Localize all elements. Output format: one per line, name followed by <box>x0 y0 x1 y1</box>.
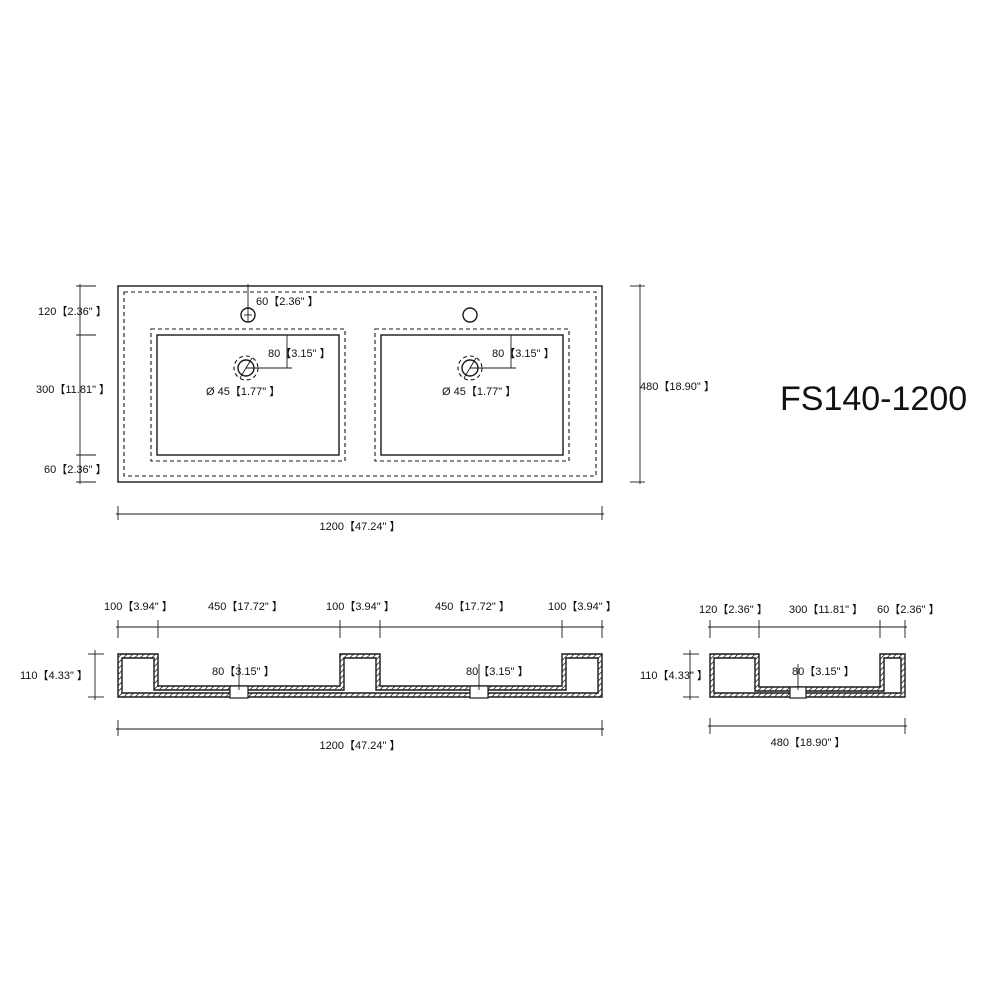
side-section-profile <box>709 653 906 698</box>
right-bowl-outer-edge <box>374 328 570 462</box>
top-view: 80【3.15" 】 Ø 45【1.77" 】 80【3.15" 】 Ø 45【… <box>36 284 715 533</box>
dim-wall-middle-label: 100【3.94" 】 <box>326 600 395 613</box>
side-dim-front-label: 60【2.36" 】 <box>877 603 940 616</box>
top-view-right-dimension: 480【18.90" 】 <box>630 284 715 484</box>
front-section-profile <box>117 653 603 698</box>
left-bowl-outer-edge <box>150 328 346 462</box>
top-view-width-dimension: 1200【47.24" 】 <box>116 506 604 533</box>
left-drain-diameter-label: Ø 45【1.77" 】 <box>206 385 280 398</box>
left-drain-offset-label: 80【3.15" 】 <box>268 347 331 360</box>
side-section-view: 120【2.36" 】 300【11.81" 】 60【2.36" 】 80【3… <box>640 603 940 749</box>
front-left-drain-label: 80【3.15" 】 <box>212 665 275 678</box>
front-height-label: 110【4.33" 】 <box>20 669 88 682</box>
front-overall-width-label: 1200【47.24" 】 <box>320 739 401 752</box>
dim-bowl-depth-label: 300【11.81" 】 <box>36 383 110 396</box>
dim-overall-width-label: 1200【47.24" 】 <box>320 520 401 533</box>
dim-wall-left-label: 100【3.94" 】 <box>104 600 173 613</box>
right-bowl-basin <box>380 334 564 456</box>
side-drain-label: 80【3.15" 】 <box>792 665 855 678</box>
countertop-outline <box>117 285 603 483</box>
dim-top-margin-label: 120【2.36" 】 <box>38 305 107 318</box>
top-view-left-dimensions: 120【2.36" 】 300【11.81" 】 60【2.36" 】 <box>36 284 110 484</box>
dim-overall-depth-label: 480【18.90" 】 <box>640 380 715 393</box>
faucet-offset-label: 60【2.36" 】 <box>256 295 319 308</box>
countertop-inner-outline <box>123 291 597 477</box>
left-bowl-basin <box>156 334 340 456</box>
dim-bowl-right-label: 450【17.72" 】 <box>435 600 510 613</box>
side-overall-depth-label: 480【18.90" 】 <box>771 736 846 749</box>
right-drain-diameter-label: Ø 45【1.77" 】 <box>442 385 516 398</box>
side-dim-back-label: 120【2.36" 】 <box>699 603 768 616</box>
right-faucet-hole-icon <box>462 307 478 323</box>
dim-bottom-margin-label: 60【2.36" 】 <box>44 463 107 476</box>
dim-bowl-left-label: 450【17.72" 】 <box>208 600 283 613</box>
side-height-label: 110【4.33" 】 <box>640 669 708 682</box>
dim-wall-right-label: 100【3.94" 】 <box>548 600 617 613</box>
front-section-view: 100【3.94" 】 450【17.72" 】 100【3.94" 】 450… <box>20 600 617 752</box>
right-drain-offset-label: 80【3.15" 】 <box>492 347 555 360</box>
left-bowl: 80【3.15" 】 Ø 45【1.77" 】 <box>150 328 346 462</box>
front-right-drain-label: 80【3.15" 】 <box>466 665 529 678</box>
right-bowl: 80【3.15" 】 Ø 45【1.77" 】 <box>374 328 570 462</box>
model-title: FS140-1200 <box>780 380 967 418</box>
side-dim-bowl-label: 300【11.81" 】 <box>789 603 863 616</box>
